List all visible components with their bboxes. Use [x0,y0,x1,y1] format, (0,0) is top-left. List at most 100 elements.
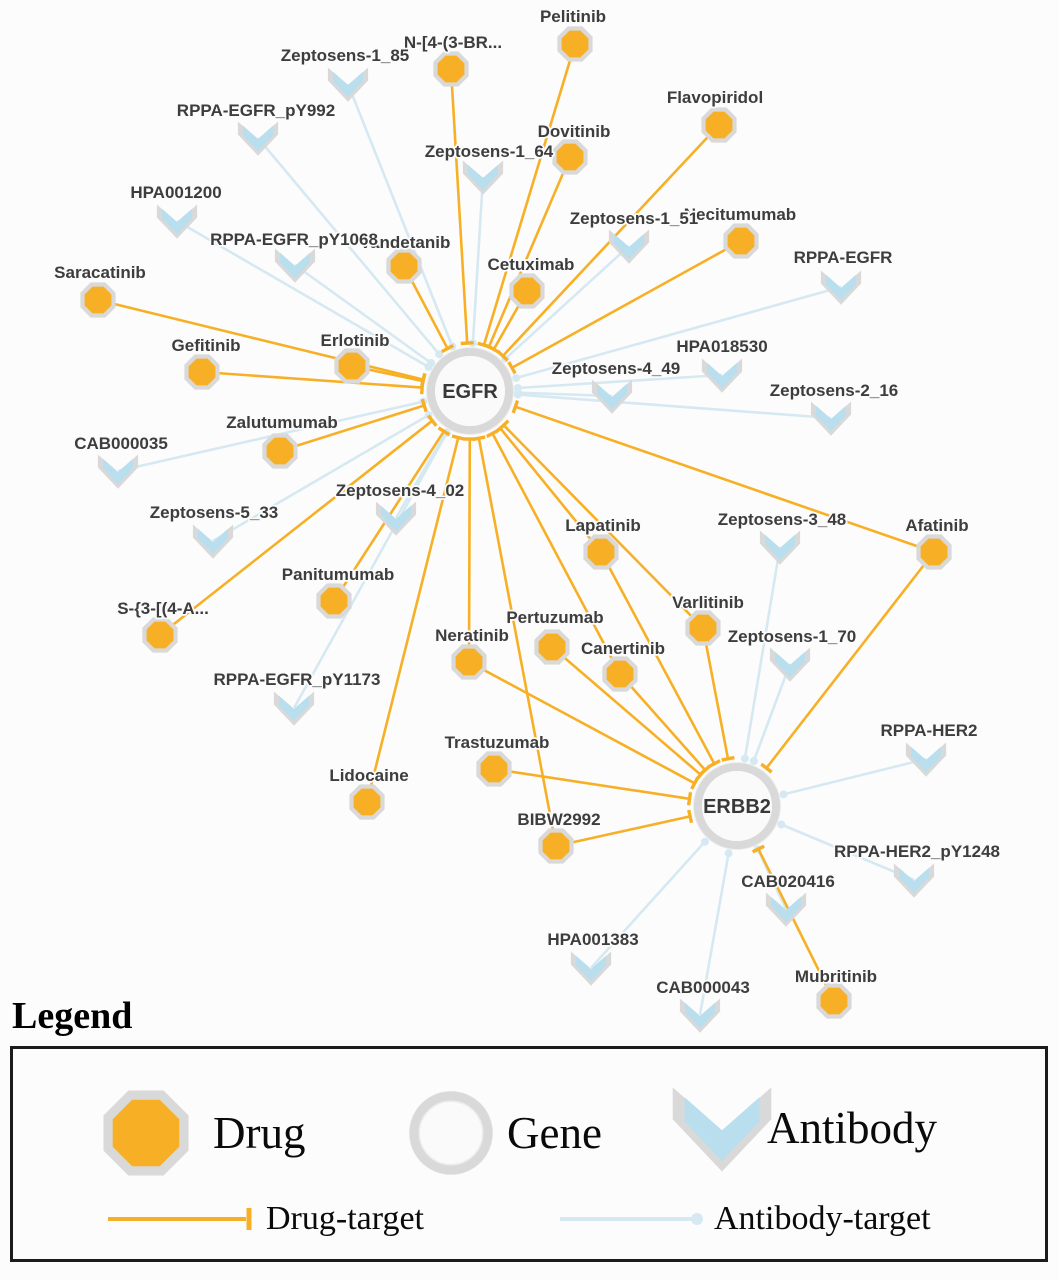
drug-node-dovitinib[interactable] [552,139,588,175]
antibody-node-rppa-her2[interactable] [905,742,947,777]
drug-node-lidocaine[interactable] [349,784,385,820]
legend-drug-icon-fill [112,1099,180,1167]
drug-node-pertuzumab[interactable] [534,629,570,665]
antibody-node-zeptosens-3-48[interactable] [759,530,801,565]
gene-circle-icon [702,771,772,841]
drug-node-pelitinib[interactable] [557,26,593,62]
drug-node-afatinib[interactable] [916,534,952,570]
node-label-zeptosens-3-48: Zeptosens-3_48 [718,510,847,529]
gene-label-erbb2: ERBB2 [703,796,771,818]
drug-node-varlitinib[interactable] [685,610,721,646]
node-label-n-4-3-br: N-[4-(3-BR... [404,33,502,52]
legend-gene-icon-ring [409,1091,493,1175]
antibody-icon [162,208,192,235]
node-label-cab000035: CAB000035 [74,434,168,453]
antibody-node-rppa-egfr[interactable] [820,270,862,305]
drug-node-saracatinib[interactable] [80,282,116,318]
drug-edge-neratinib-egfr [467,438,472,663]
drug-edge-tee [485,428,499,439]
drug-edge-tee [687,809,694,824]
node-label-hpa018530: HPA018530 [676,337,767,356]
drug-edge-tee [437,426,451,437]
antibody-edge-zeptosens-1-51-egfr [504,245,630,360]
antibody-icon [576,955,606,982]
node-label-rppa-egfr: RPPA-EGFR [794,248,893,267]
drug-edge-varlitinib-egfr [502,424,704,629]
antibody-node-zeptosens-1-51[interactable] [608,229,650,264]
drug-node-zalutumumab[interactable] [262,433,298,469]
antibody-node-zeptosens-1-64[interactable] [462,160,504,195]
drug-node-n-4-3-br[interactable] [433,51,469,87]
drug-node-panitumumab[interactable] [316,583,352,619]
antibody-edge-dot [779,790,788,799]
node-layer [80,26,952,1033]
antibody-node-rppa-egfr-py1173[interactable] [273,691,315,726]
drug-edge-tee [511,400,520,414]
antibody-edge-rppa-her2-erbb2 [783,757,927,796]
drug-edge-pelitinib-egfr [482,43,577,346]
drug-node-vandetanib[interactable] [386,248,422,284]
antibody-node-zeptosens-1-70[interactable] [769,647,811,682]
drug-edge-lapatinib-erbb2 [599,551,716,765]
antibody-node-zeptosens-2-16[interactable] [810,401,852,436]
antibody-node-hpa018530[interactable] [701,358,743,393]
drug-octagon-icon [556,143,584,171]
legend-antibody-label: Antibody [767,1103,938,1153]
drug-node-canertinib[interactable] [602,656,638,692]
node-label-mubritinib: Mubritinib [795,967,877,986]
antibody-node-rppa-egfr-py1068[interactable] [274,248,316,283]
gene-ring [694,763,780,849]
antibody-node-zeptosens-1-85[interactable] [327,67,369,102]
antibody-node-rppa-her2-py1248[interactable] [893,863,935,898]
gene-node-erbb2[interactable] [693,762,781,850]
drug-node-necitumumab[interactable] [723,223,759,259]
gene-circle-icon [435,356,505,426]
antibody-edge-zeptosens-1-64-egfr [471,176,485,344]
drug-node-cetuximab[interactable] [509,273,545,309]
label-layer: EGFRERBB2PelitinibN-[4-(3-BR...Dovitinib… [52,5,1001,999]
drug-octagon-icon [266,437,294,465]
legend-gene-icon-fill [420,1102,482,1164]
antibody-edge-rppa-her2-py1248-erbb2 [780,823,915,882]
antibody-icon [103,458,133,485]
drug-node-neratinib[interactable] [451,644,487,680]
drug-edge-lapatinib-egfr [499,427,603,553]
node-label-zalutumumab: Zalutumumab [226,413,337,432]
node-label-gefitinib: Gefitinib [172,336,241,355]
drug-edge-lidocaine-egfr [365,437,460,803]
gene-node-egfr[interactable] [426,347,514,435]
drug-node-bibw2992[interactable] [538,828,574,864]
drug-edge-tee [460,341,474,346]
antibody-edge-dot [700,837,709,846]
legend-antibody-target-label: Antibody-target [714,1200,931,1237]
antibody-node-cab020416[interactable] [765,892,807,927]
drug-node-gefitinib[interactable] [184,354,220,390]
drug-octagon-icon [727,227,755,255]
antibody-node-zeptosens-4-02[interactable] [375,501,417,536]
antibody-node-zeptosens-4-49[interactable] [591,379,633,414]
drug-node-s-3-4-a[interactable] [142,617,178,653]
node-label-zeptosens-1-70: Zeptosens-1_70 [728,627,857,646]
drug-node-flavopiridol[interactable] [701,107,737,143]
drug-edge-varlitinib-erbb2 [701,627,730,760]
antibody-node-rppa-egfr-py992[interactable] [237,121,279,156]
antibody-node-hpa001200[interactable] [156,204,198,239]
antibody-node-zeptosens-5-33[interactable] [192,524,234,559]
drug-node-trastuzumab[interactable] [476,751,512,787]
node-label-hpa001200: HPA001200 [130,183,221,202]
drug-octagon-icon [705,111,733,139]
drug-node-mubritinib[interactable] [816,983,852,1019]
drug-node-lapatinib[interactable] [583,534,619,570]
drug-octagon-icon [146,621,174,649]
antibody-node-cab000035[interactable] [97,454,139,489]
drug-edge-afatinib-egfr [514,405,935,554]
drug-node-erlotinib[interactable] [334,348,370,384]
node-label-erlotinib: Erlotinib [321,331,390,350]
antibody-icon [707,362,737,389]
gene-label-egfr: EGFR [442,381,498,403]
antibody-node-cab000043[interactable] [679,998,721,1033]
antibody-node-hpa001383[interactable] [570,951,612,986]
drug-edge-tee [721,755,735,762]
drug-edge-tee [707,759,721,769]
legend-drug-label: Drug [213,1108,306,1158]
